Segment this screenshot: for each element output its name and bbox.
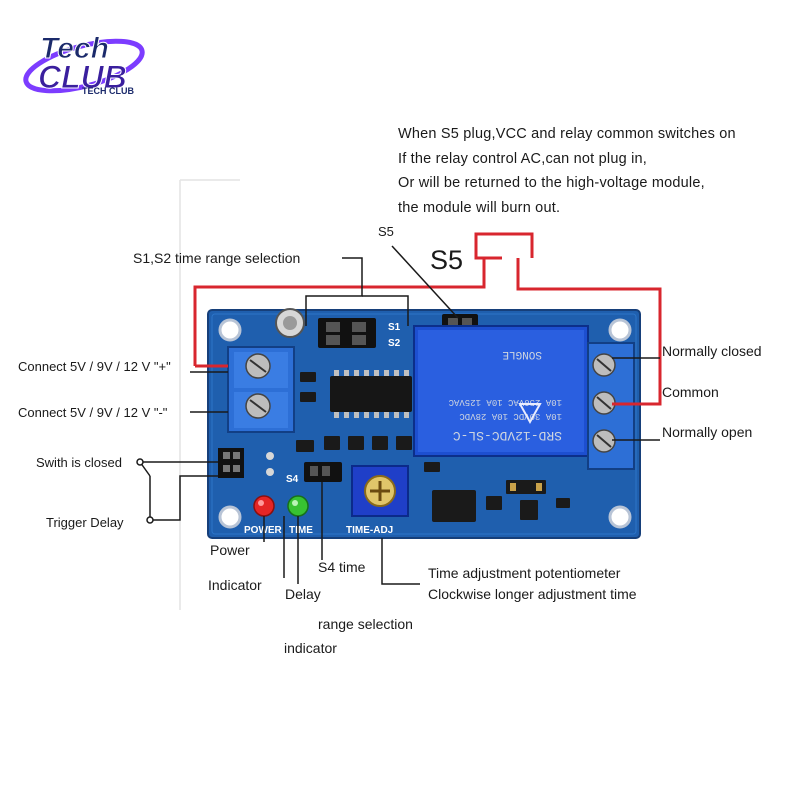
red-wires bbox=[193, 232, 662, 406]
label-s5-big: S5 bbox=[430, 245, 464, 275]
logo-text-big: CLUB bbox=[38, 59, 127, 95]
relay-rating: 10A 250VAC 10A 125VAC bbox=[448, 397, 562, 407]
silk-s2: S2 bbox=[388, 338, 401, 349]
note-line: Or will be returned to the high-voltage … bbox=[398, 175, 705, 191]
led-time: TIME bbox=[287, 495, 313, 536]
label-s4-time: S4 time bbox=[318, 559, 366, 575]
label-power-indicator: Indicator bbox=[208, 577, 262, 593]
potentiometer: TIME-ADJ bbox=[346, 465, 409, 536]
silk-s1: S1 bbox=[388, 322, 401, 333]
tech-club-logo: Tech CLUB TECH CLUB bbox=[23, 32, 145, 96]
trigger-header bbox=[218, 448, 274, 478]
label-vcc-minus: Connect 5V / 9V / 12 V "-" bbox=[18, 405, 168, 420]
label-vcc-plus: Connect 5V / 9V / 12 V "+" bbox=[18, 359, 171, 374]
label-pot-line1: Time adjustment potentiometer bbox=[428, 565, 621, 581]
silk-s4: S4 bbox=[286, 474, 299, 485]
silk-time-adj: TIME-ADJ bbox=[346, 525, 393, 536]
label-s5-small: S5 bbox=[378, 224, 394, 239]
note-line: When S5 plug,VCC and relay common switch… bbox=[398, 126, 736, 142]
smd-pads bbox=[510, 483, 542, 491]
label-common: Common bbox=[662, 384, 719, 400]
label-s1-s2-range: S1,S2 time range selection bbox=[133, 250, 301, 266]
red-wire-common bbox=[516, 258, 662, 406]
relay-model: SRD-12VDC-SL-C bbox=[453, 428, 562, 443]
mounting-hole bbox=[218, 318, 242, 342]
switch-contact bbox=[146, 516, 154, 524]
warning-triangle-icon bbox=[518, 403, 542, 425]
relay-rating: 10A 30VDC 10A 28VDC bbox=[459, 411, 562, 421]
logo-text-small: TECH CLUB bbox=[82, 86, 134, 96]
red-wire-vcc bbox=[193, 258, 486, 366]
s4-jumper: S4 bbox=[286, 462, 342, 485]
timer-ic-chip bbox=[330, 370, 412, 418]
mounting-hole bbox=[218, 505, 242, 529]
label-indicator: indicator bbox=[284, 640, 337, 656]
label-power: Power bbox=[210, 542, 250, 558]
red-wire-s5-loop bbox=[474, 232, 534, 260]
s1-s2-jumper-area: S1 S2 bbox=[318, 318, 401, 349]
output-terminal-block bbox=[587, 342, 635, 470]
silk-time: TIME bbox=[289, 525, 313, 536]
label-trigger-delay: Trigger Delay bbox=[46, 515, 124, 530]
label-delay: Delay bbox=[285, 586, 321, 602]
note-line: If the relay control AC,can not plug in, bbox=[398, 150, 647, 167]
logo-text-top: Tech bbox=[40, 32, 109, 65]
label-range-selection: range selection bbox=[318, 616, 413, 632]
pcb-board: S1 S2 S5 bbox=[207, 308, 641, 539]
label-normally-closed: Normally closed bbox=[662, 343, 762, 359]
mounting-hole bbox=[608, 318, 632, 342]
relay-component: SRD-12VDC-SL-C 10A 30VDC 10A 28VDC 10A 2… bbox=[413, 325, 589, 457]
label-pot-line2: Clockwise longer adjustment time bbox=[428, 586, 637, 602]
note-line: the module will burn out. bbox=[398, 199, 561, 216]
label-normally-open: Normally open bbox=[662, 424, 753, 440]
leader-lines bbox=[139, 245, 660, 585]
switch-contact bbox=[136, 458, 144, 466]
relay-brand: SONGLE bbox=[502, 348, 542, 360]
s5-warning-note: When S5 plug,VCC and relay common switch… bbox=[398, 122, 736, 220]
mounting-hole bbox=[608, 505, 632, 529]
label-switch-closed: Swith is closed bbox=[36, 455, 122, 470]
input-terminal-block bbox=[227, 346, 295, 433]
